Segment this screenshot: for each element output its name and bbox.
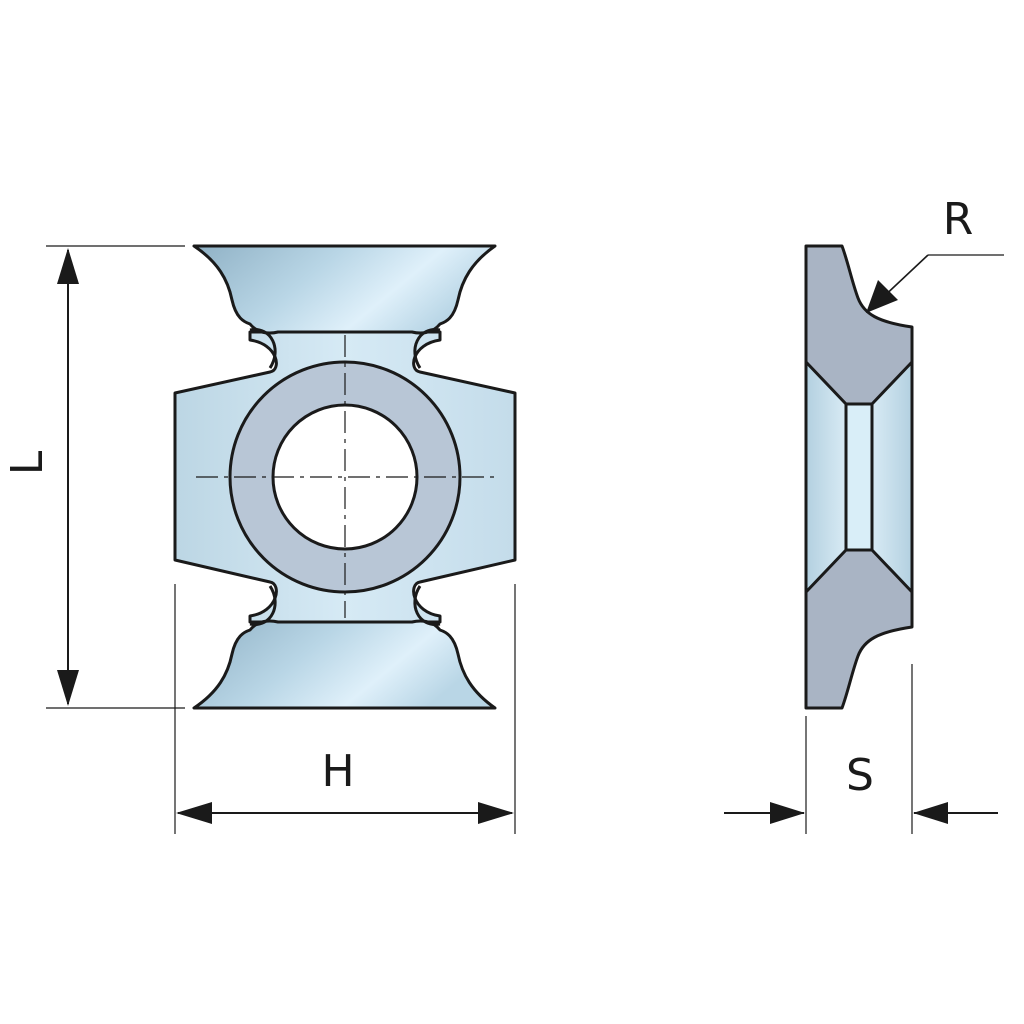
arrow-down [57, 670, 79, 706]
label-h: H [321, 746, 354, 797]
arrow-r [866, 280, 898, 313]
dimension-l: L [2, 245, 185, 709]
dimension-r: R [866, 194, 1004, 313]
notch-bottom-left [249, 585, 277, 626]
arrow-up [57, 248, 79, 284]
notch-top-left [249, 328, 277, 369]
side-view [804, 244, 914, 710]
top-cutting-edge [192, 244, 497, 335]
notch-bottom-right [413, 585, 441, 626]
arrow-s-right [913, 802, 948, 824]
label-l: L [2, 450, 53, 475]
front-view [173, 244, 517, 710]
arrow-right [478, 802, 514, 824]
arrow-left [176, 802, 212, 824]
label-r: R [943, 194, 974, 245]
side-bore-core [844, 402, 874, 552]
dimension-h: H [174, 584, 516, 834]
dimension-s: S [724, 664, 998, 834]
bottom-cutting-edge [192, 619, 497, 710]
arrow-s-left [770, 802, 805, 824]
notch-top-right [413, 328, 441, 369]
label-s: S [846, 750, 874, 801]
